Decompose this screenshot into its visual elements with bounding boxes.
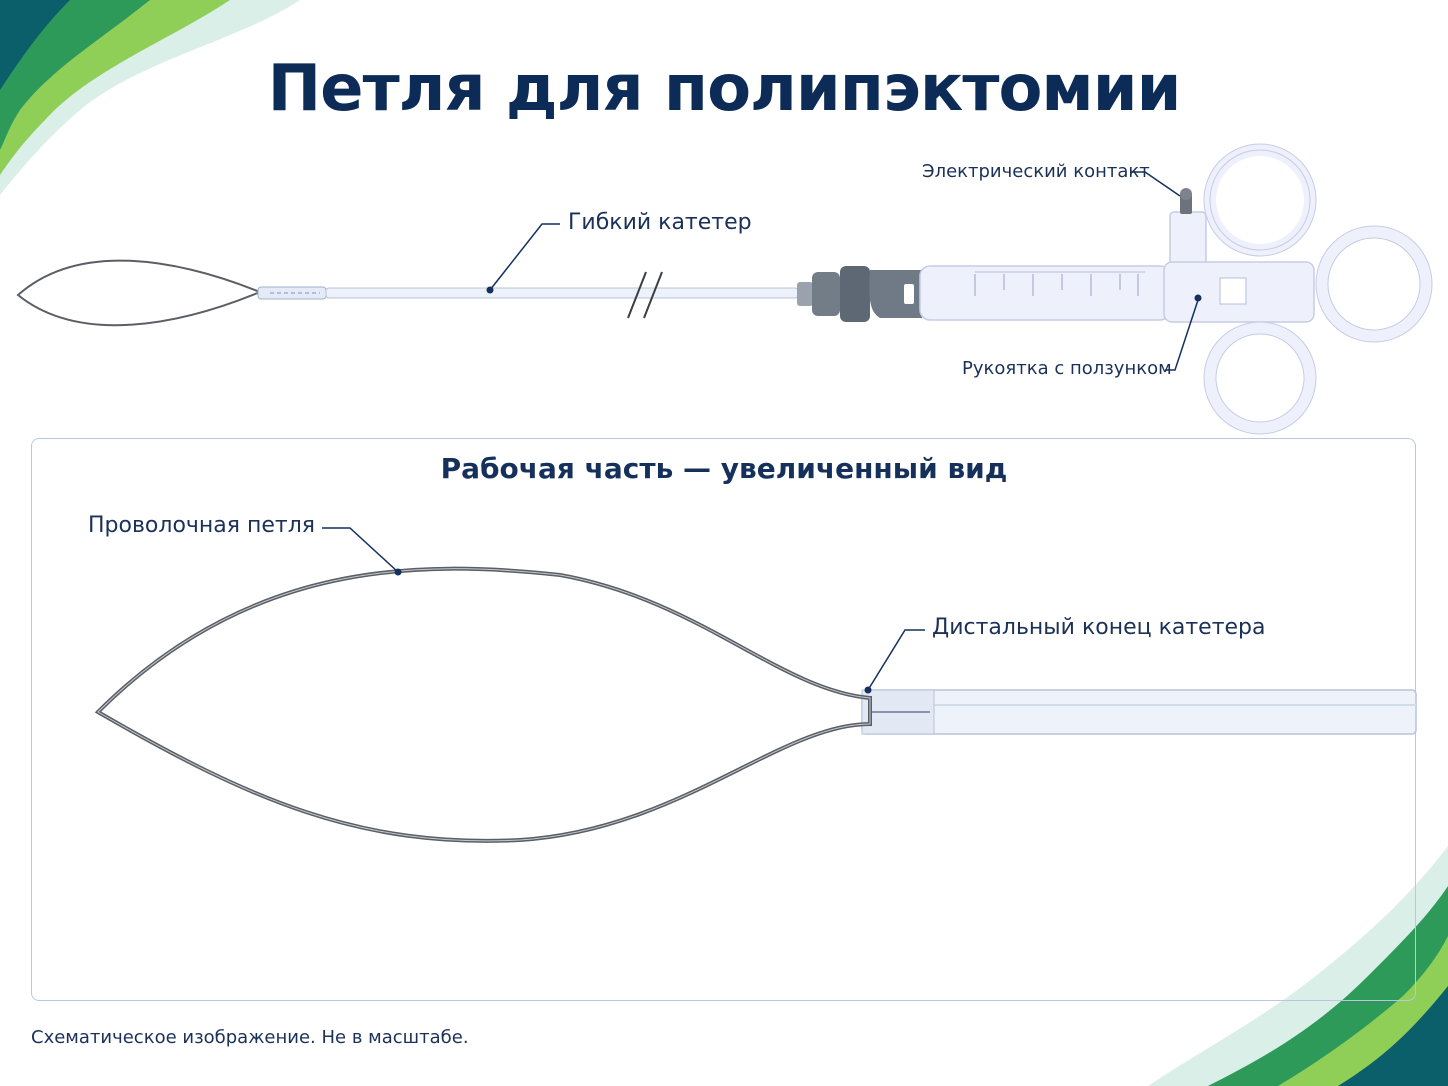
wire-loop <box>94 566 872 843</box>
label-wire-loop: Проволочная петля <box>88 513 316 538</box>
instrument-overview-illustration <box>16 143 1433 435</box>
finger-ring-right <box>1316 226 1432 342</box>
label-slider-handle: Рукоятка с ползунком <box>962 358 1172 379</box>
distal-catheter-tube <box>861 689 1417 735</box>
zoom-panel-title: Рабочая часть — увеличенный вид <box>440 452 1008 485</box>
label-distal-catheter-end: Дистальный конец катетера <box>932 615 1266 640</box>
corner-decoration-top-left <box>0 0 300 195</box>
page-title: Петля для полипэктомии <box>267 52 1182 126</box>
footnote: Схематическое изображение. Не в масштабе… <box>31 1027 469 1048</box>
catheter-connector <box>797 282 813 306</box>
finger-ring-bottom <box>1204 322 1316 434</box>
label-flexible-catheter: Гибкий катетер <box>568 210 752 235</box>
label-electrical-contact: Электрический контакт <box>922 161 1150 182</box>
corner-decoration-bottom-right <box>1148 846 1448 1086</box>
